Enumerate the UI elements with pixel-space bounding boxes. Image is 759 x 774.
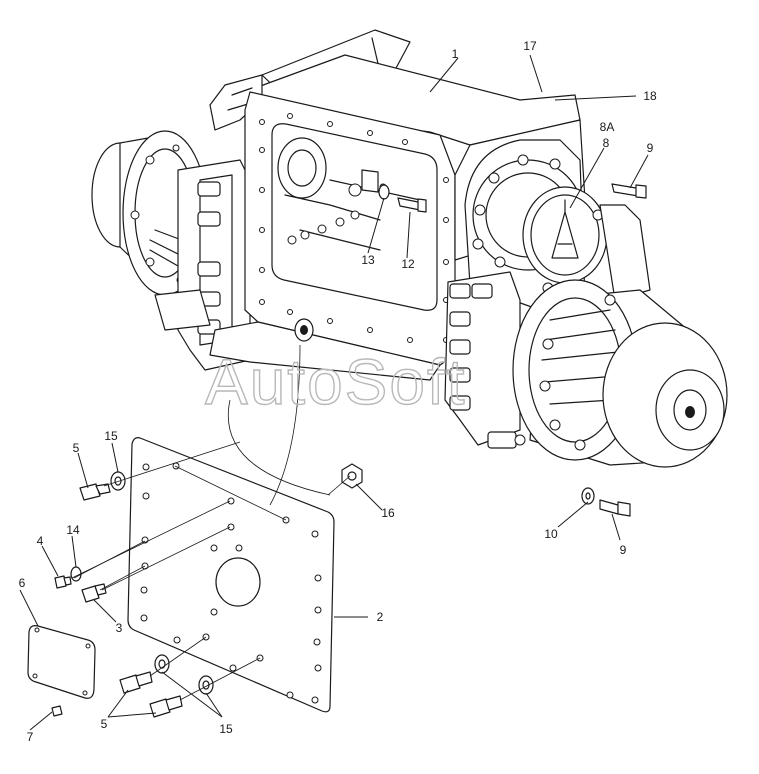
callout-5-bottom: 5 bbox=[101, 717, 108, 731]
cover-plate bbox=[127, 437, 335, 713]
callout-9-bottom: 9 bbox=[620, 543, 627, 557]
right-bracket bbox=[444, 271, 521, 449]
callout-4: 4 bbox=[37, 534, 44, 548]
fasteners bbox=[51, 183, 647, 718]
callout-labels: 1 17 18 8A 8 9 13 12 16 2 10 9 5 15 4 14… bbox=[19, 39, 657, 744]
callout-8a: 8A bbox=[600, 120, 615, 134]
callout-15-top: 15 bbox=[104, 429, 118, 443]
callout-9-top: 9 bbox=[647, 141, 654, 155]
watermark: AutoSoft bbox=[205, 346, 467, 418]
callout-5-top: 5 bbox=[73, 441, 80, 455]
left-bracket bbox=[154, 159, 251, 371]
callout-14: 14 bbox=[66, 523, 80, 537]
callout-10: 10 bbox=[544, 527, 558, 541]
callout-16: 16 bbox=[381, 506, 395, 520]
differential-cover bbox=[464, 139, 651, 311]
callout-17: 17 bbox=[523, 39, 537, 53]
assembly-lines bbox=[71, 344, 351, 701]
small-cover bbox=[27, 625, 96, 699]
callout-3: 3 bbox=[116, 621, 123, 635]
leader-lines bbox=[19, 54, 649, 731]
callout-8: 8 bbox=[603, 136, 610, 150]
callout-7: 7 bbox=[27, 730, 34, 744]
right-wheel-hub bbox=[512, 279, 728, 468]
callout-13: 13 bbox=[361, 253, 375, 267]
callout-2: 2 bbox=[377, 610, 384, 624]
callout-18: 18 bbox=[643, 89, 657, 103]
callout-6: 6 bbox=[19, 576, 26, 590]
callout-15-bottom: 15 bbox=[219, 722, 233, 736]
callout-1: 1 bbox=[452, 47, 459, 61]
callout-12: 12 bbox=[401, 257, 415, 271]
